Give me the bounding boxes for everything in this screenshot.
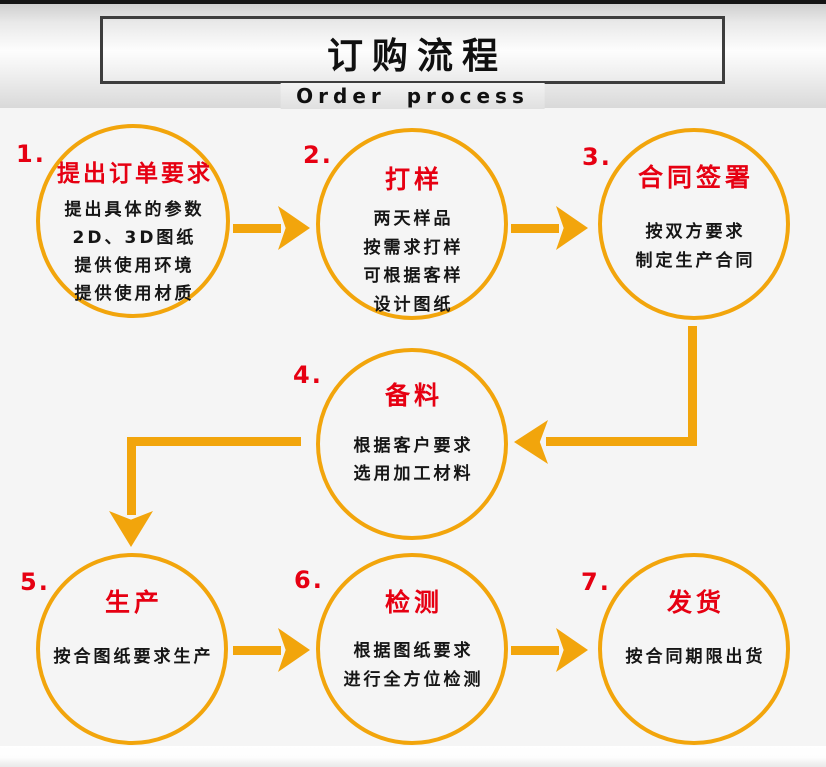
step-number-1: 1.	[16, 140, 46, 168]
step-line: 设计图纸	[373, 294, 454, 315]
step-circle-inspection: 检测 根据图纸要求 进行全方位检测	[316, 553, 508, 745]
step-line: 按双方要求	[645, 222, 746, 242]
step-number-4: 4.	[293, 361, 323, 389]
step-line: 可根据客样	[363, 266, 464, 286]
step-line: 两天样品	[373, 209, 454, 229]
arrow-step1-step2-shaft	[233, 224, 281, 233]
step-lines: 根据图纸要求 进行全方位检测	[341, 637, 484, 694]
header-band: 订购流程 Order process	[0, 4, 826, 109]
step-number-3: 3.	[582, 143, 612, 171]
step-title: 打样	[384, 165, 443, 194]
step-line: 2D、3D图纸	[72, 228, 197, 248]
step-title: 提出订单要求	[57, 161, 213, 187]
arrow-step6-step7-shaft	[511, 646, 559, 655]
arrow-right-icon	[278, 206, 310, 250]
footer-band	[0, 746, 826, 767]
step-title: 备料	[384, 381, 443, 410]
step-lines: 两天样品 按需求打样 可根据客样 设计图纸	[361, 205, 464, 319]
step-title: 合同签署	[637, 163, 754, 192]
page-subtitle: Order process	[280, 83, 545, 109]
step-title: 生产	[104, 588, 163, 617]
step-line: 进行全方位检测	[343, 669, 484, 690]
step-number-7: 7.	[581, 568, 611, 596]
arrow-down-icon	[109, 511, 153, 547]
step-circle-sampling: 打样 两天样品 按需求打样 可根据客样 设计图纸	[316, 128, 508, 320]
step-line: 按合图纸要求生产	[53, 647, 214, 667]
step-title: 发货	[666, 588, 725, 617]
step-circle-order-request: 提出订单要求 提出具体的参数 2D、3D图纸 提供使用环境 提供使用材质	[36, 124, 230, 318]
step-line: 根据客户要求	[353, 436, 474, 456]
step-lines: 按双方要求 制定生产合同	[633, 218, 756, 276]
step-number-2: 2.	[303, 141, 333, 169]
step-lines: 按合图纸要求生产	[51, 643, 214, 672]
step-circle-materials: 备料 根据客户要求 选用加工材料	[316, 348, 508, 540]
step-lines: 提出具体的参数 2D、3D图纸 提供使用环境 提供使用材质	[62, 196, 205, 308]
step-line: 按需求打样	[363, 237, 464, 258]
arrow-step3-step4-horizontal	[546, 437, 697, 446]
step-line: 根据图纸要求	[353, 641, 474, 661]
step-lines: 按合同期限出货	[623, 643, 766, 672]
arrow-step4-step5-horizontal	[127, 437, 301, 446]
step-line: 提供使用环境	[74, 256, 195, 276]
arrow-left-icon	[514, 420, 548, 464]
step-line: 提供使用材质	[74, 284, 195, 304]
arrow-right-icon	[278, 628, 310, 672]
arrow-step2-step3-shaft	[511, 224, 559, 233]
arrow-step5-step6-shaft	[233, 646, 281, 655]
step-circle-contract: 合同签署 按双方要求 制定生产合同	[598, 128, 790, 320]
step-line: 提出具体的参数	[64, 200, 205, 220]
arrow-step3-step4-vertical	[688, 326, 697, 442]
title-box: 订购流程 Order process	[100, 16, 725, 109]
step-circle-shipping: 发货 按合同期限出货	[598, 553, 790, 745]
step-number-5: 5.	[20, 568, 50, 596]
arrow-step4-step5-vertical	[127, 437, 136, 515]
arrow-right-icon	[556, 628, 588, 672]
step-line: 按合同期限出货	[625, 647, 766, 667]
arrow-right-icon	[556, 206, 588, 250]
top-black-strip	[0, 0, 826, 4]
step-title: 检测	[384, 588, 443, 617]
step-lines: 根据客户要求 选用加工材料	[351, 432, 474, 488]
page-title: 订购流程	[326, 36, 507, 77]
step-line: 制定生产合同	[635, 251, 756, 271]
step-line: 选用加工材料	[353, 464, 474, 484]
step-circle-production: 生产 按合图纸要求生产	[36, 553, 228, 745]
step-number-6: 6.	[294, 566, 324, 594]
